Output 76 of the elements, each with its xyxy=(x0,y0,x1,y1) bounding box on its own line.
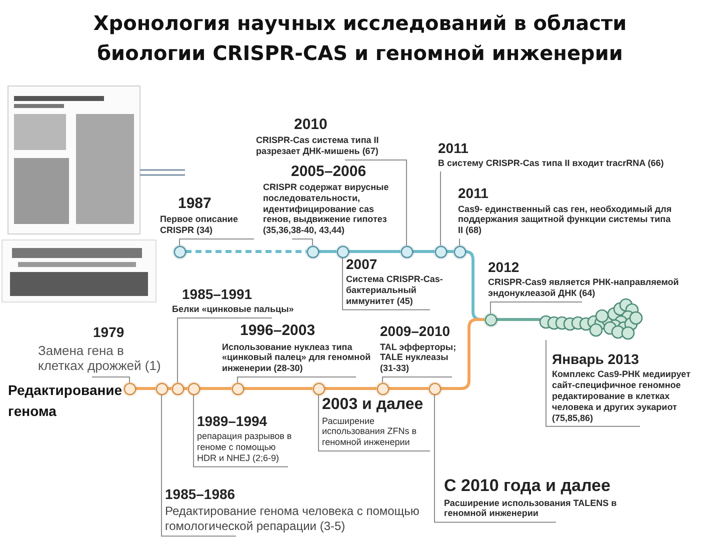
year-heading: 2011 xyxy=(458,186,490,202)
timeline-line xyxy=(244,387,312,390)
timeline-dot xyxy=(174,246,186,258)
timeline-dot xyxy=(376,382,388,394)
year-heading: 2012 xyxy=(488,260,520,276)
leader-line xyxy=(459,238,460,246)
timeline-line xyxy=(440,318,484,390)
timeline-dot xyxy=(172,382,184,394)
timeline-line xyxy=(324,387,376,390)
title: Хронология научных исследований в области биологии CRISPR-CAS и геномной инженерии xyxy=(92,10,628,67)
leader-line xyxy=(344,160,407,246)
timeline-dot xyxy=(400,246,412,258)
timeline-line xyxy=(200,387,232,390)
leader-line xyxy=(382,376,452,383)
timeline-dot xyxy=(484,314,496,326)
timeline-dot xyxy=(434,246,446,258)
event-description: Замена гена в клетках дрожжей (1) xyxy=(38,342,162,376)
timeline-dot xyxy=(232,382,244,394)
event-description: В систему CRISPR-Cas типа II входит tracrRNA (66) xyxy=(438,158,665,170)
leader-line xyxy=(92,376,130,383)
year-heading: 1989–1994 xyxy=(197,414,268,430)
timeline-line xyxy=(412,250,434,253)
timeline-dot xyxy=(312,382,324,394)
year-heading: Январь 2013 xyxy=(552,352,640,368)
leader-line xyxy=(546,340,640,427)
year-heading: 2010 xyxy=(293,116,328,134)
event-description: репарация разрывов в геноме с помощью HDR и NHEJ (2;6-9) xyxy=(197,431,293,465)
event-description: Комплекс Cas9-РНК медиирует сайт-специфичное геномное редактирование в клетках человека и других эукариот (75,85,86) xyxy=(552,369,692,425)
leader-line xyxy=(318,394,430,452)
timeline-dot xyxy=(454,246,466,258)
event-description: CRISPR-Cas9 является РНК-направляемой эндонуклеазой ДНК (64) xyxy=(488,277,680,300)
leader-line xyxy=(434,394,556,523)
year-heading: С 2010 года и далее xyxy=(444,477,612,496)
leader-line xyxy=(237,376,356,383)
leader-line xyxy=(440,172,442,246)
timeline-line xyxy=(388,387,428,390)
event-description: Расширение использования ZFNs в геномной инженерии xyxy=(322,416,418,450)
year-heading: 2003 и далее xyxy=(322,396,424,414)
year-heading: 2011 xyxy=(438,140,470,156)
year-heading: 2005–2006 xyxy=(290,164,368,180)
track-label: Редактирование генома xyxy=(8,381,122,421)
leader-line xyxy=(193,394,288,468)
timeline-line xyxy=(496,318,540,321)
event-description: Cas9- единственный cas ген, необходимый для поддержания защитной функции системы типа II (68) xyxy=(458,204,673,238)
event-description: CRISPR содержат вирусные последовательности, идентифицирование cas генов, выдвижение гипотез (35,36,38-40, 43,44) xyxy=(263,182,390,238)
event-description: Использование нуклеаз типа «цинковый палец» для геномной инженерии (28-30) xyxy=(222,342,372,376)
timeline-dot xyxy=(188,382,200,394)
event-description: Белки «цинковые пальцы» xyxy=(172,304,295,316)
timeline-line xyxy=(318,250,336,253)
event-description: Первое описание CRISPR (34) xyxy=(160,214,239,238)
event-description: Система CRISPR-Cas- бактериальный иммунитет (45) xyxy=(346,274,444,308)
leader-line xyxy=(177,318,272,383)
leader-line xyxy=(161,394,236,537)
timeline-dot xyxy=(428,382,440,394)
leader-line xyxy=(342,257,430,310)
timeline-line xyxy=(186,250,306,253)
timeline-line xyxy=(348,250,400,253)
year-heading: 1985–1991 xyxy=(181,286,254,302)
timeline-dot xyxy=(124,382,136,394)
year-heading: 2007 xyxy=(346,257,378,272)
event-description: Расширение использования TALENS в геномной инженерии xyxy=(444,498,618,520)
leader-line xyxy=(292,238,313,246)
timeline-line xyxy=(446,250,454,253)
year-heading: 2009–2010 xyxy=(380,324,452,340)
timeline-dot xyxy=(336,246,348,258)
year-heading: 1987 xyxy=(177,196,212,212)
event-description: TAL эфферторы; TALE нуклеазы (31-33) xyxy=(380,342,458,376)
year-heading: 1996–2003 xyxy=(239,323,316,340)
leader-line xyxy=(179,238,254,246)
year-heading: 1979 xyxy=(92,325,126,341)
event-description: Редактирование генома человека с помощью гомологической репарации (3-5) xyxy=(165,504,420,535)
year-heading: 1985–1986 xyxy=(165,487,236,502)
timeline-line xyxy=(136,387,156,390)
timeline-dot xyxy=(156,382,168,394)
timeline-dot xyxy=(306,246,318,258)
event-description: CRISPR-Cas система типа II разрезает ДНК-мишень (67) xyxy=(256,135,380,158)
